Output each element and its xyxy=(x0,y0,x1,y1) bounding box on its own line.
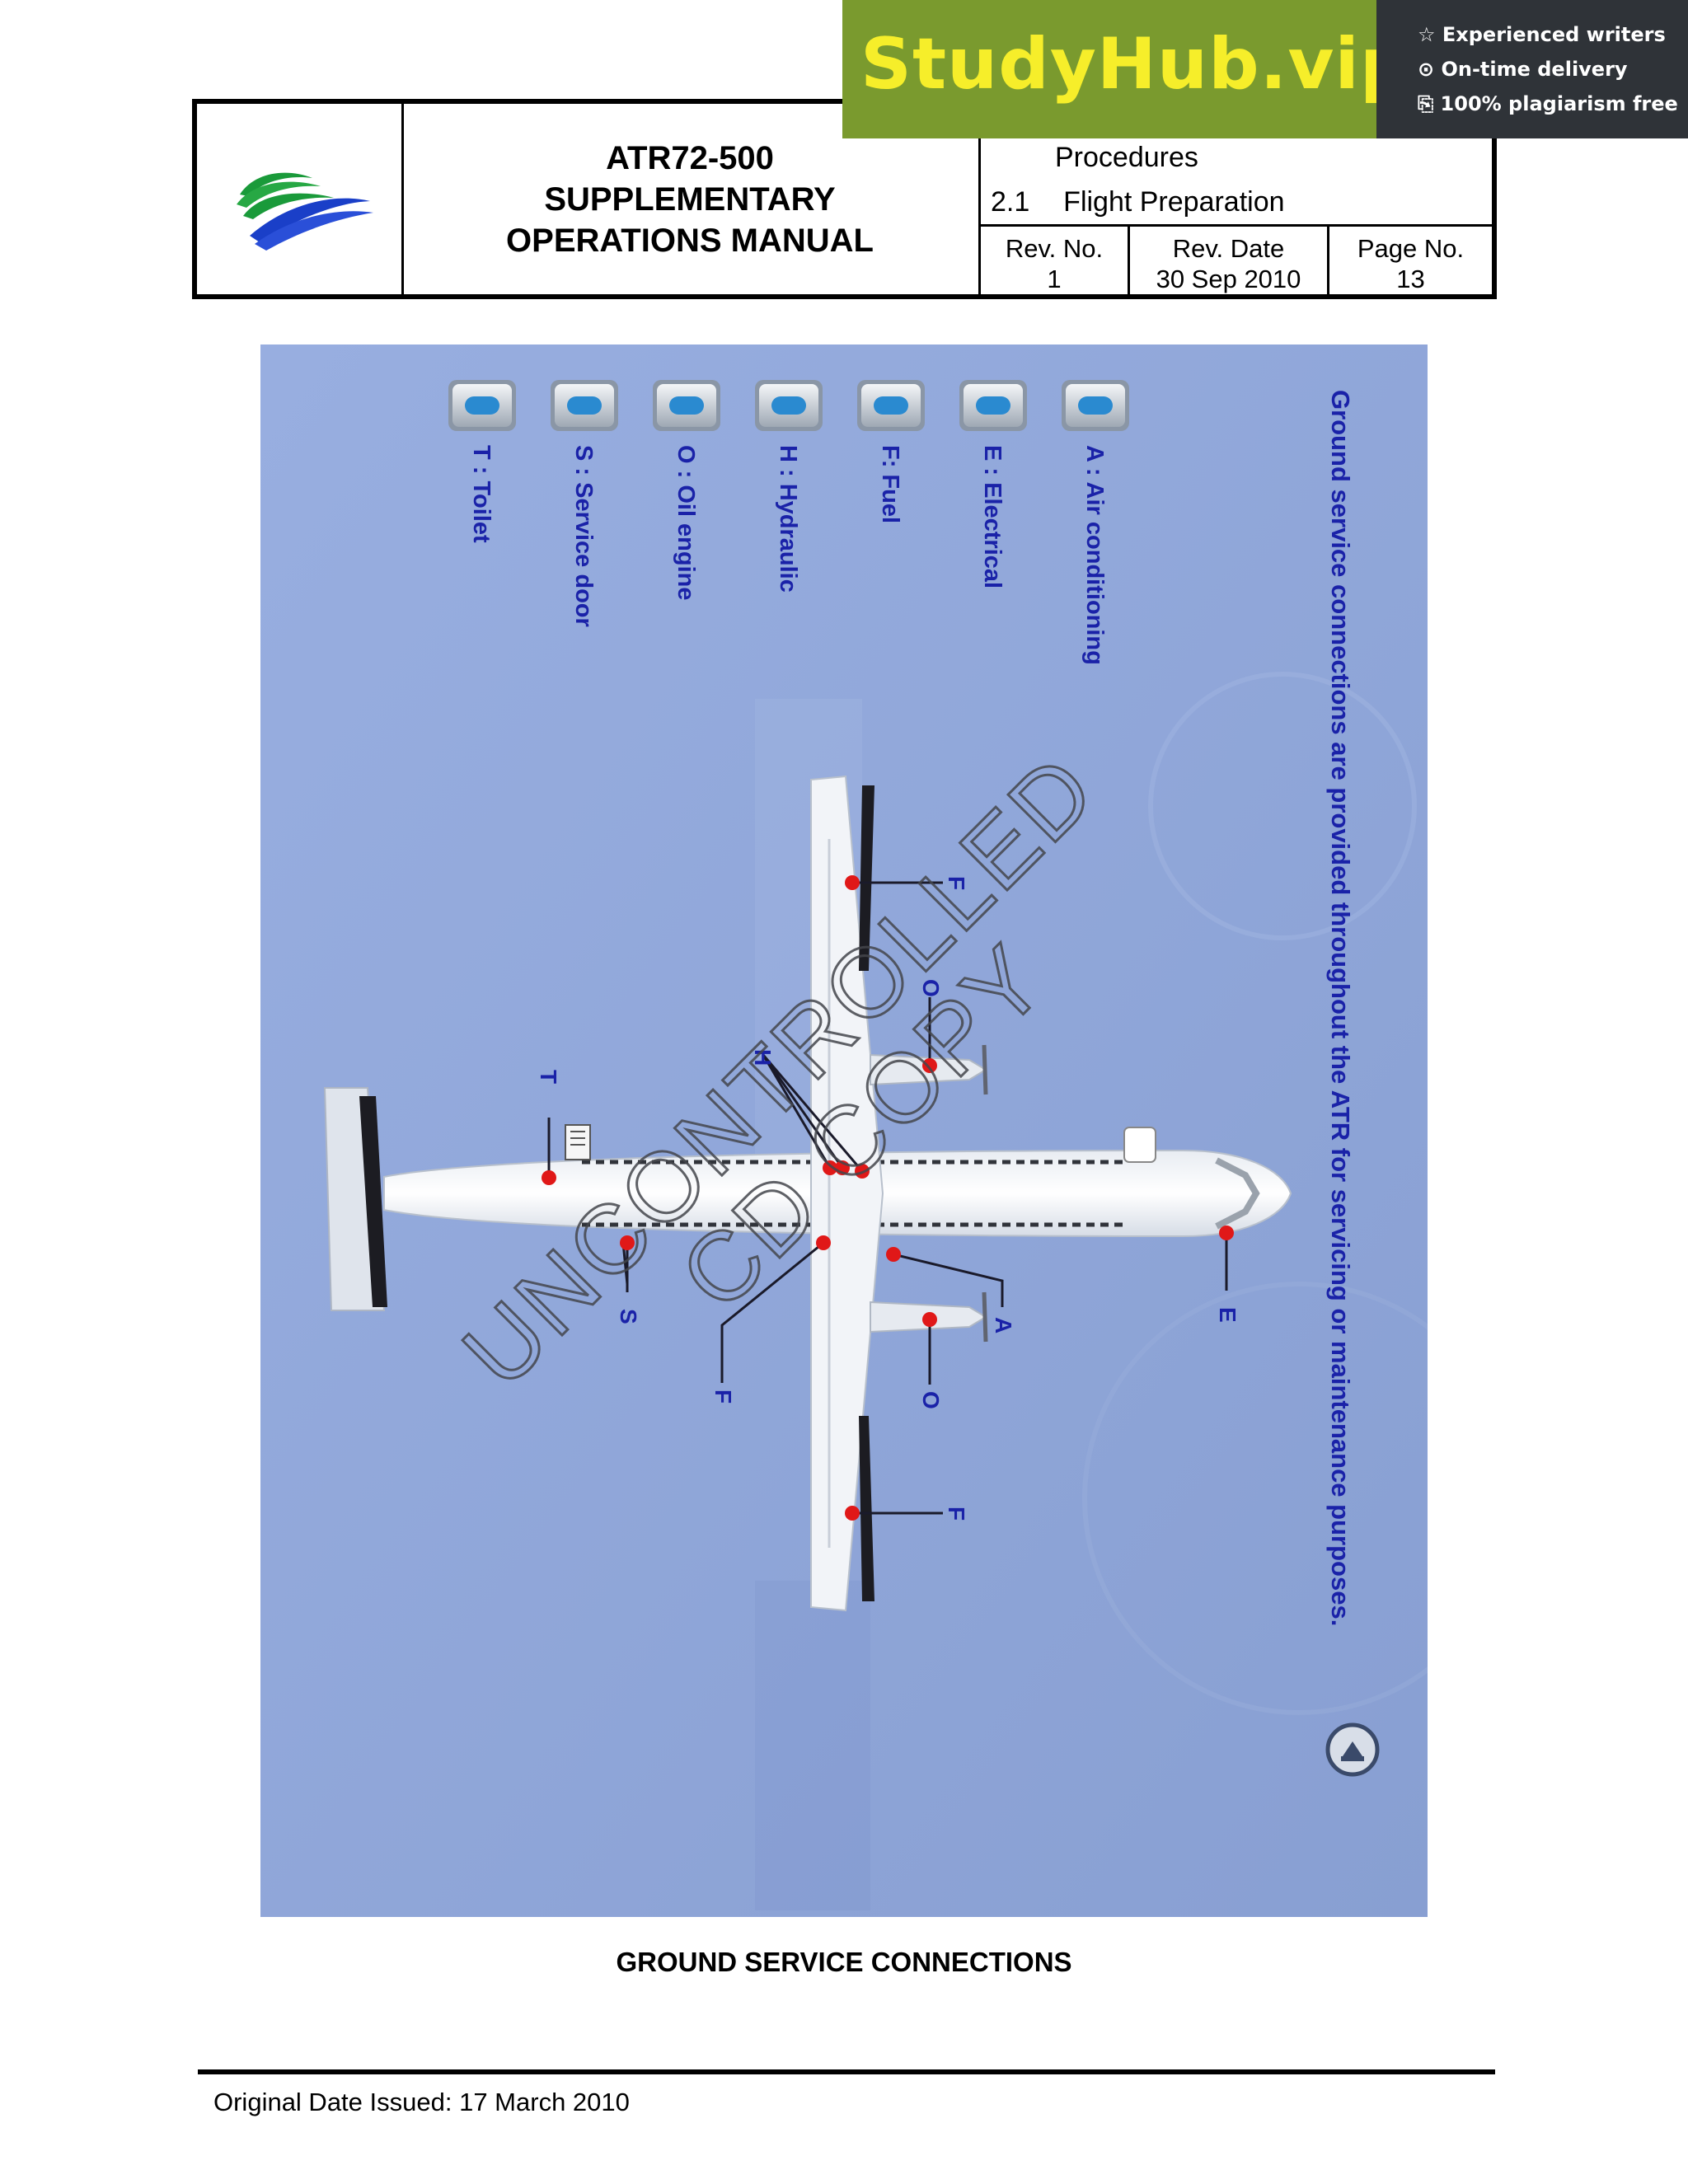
manual-title: ATR72-500 SUPPLEMENTARY OPERATIONS MANUA… xyxy=(401,104,981,294)
airline-logo xyxy=(197,104,404,294)
legend-button-s[interactable] xyxy=(551,380,618,431)
brand-name: StudyHub.vip xyxy=(860,23,1412,105)
oil-point-left-engine xyxy=(922,1058,937,1073)
figure-caption: GROUND SERVICE CONNECTIONS xyxy=(616,1947,1072,1977)
hydraulic-point-2 xyxy=(835,1160,850,1175)
callout-label: S xyxy=(616,1309,641,1324)
hydraulic-point-1 xyxy=(823,1160,837,1175)
rev-date-label: Rev. Date xyxy=(1172,234,1285,263)
callout-label: H xyxy=(750,1049,776,1066)
callout-lines xyxy=(547,881,1228,1515)
callout-label: F xyxy=(710,1390,736,1404)
title-line: OPERATIONS MANUAL xyxy=(506,222,874,259)
service-door-point xyxy=(620,1235,635,1250)
toilet-point xyxy=(542,1170,556,1185)
rev-date-value: 30 Sep 2010 xyxy=(1156,265,1301,293)
section-partial: Procedures xyxy=(1055,142,1198,173)
section-heading: 2.1 Flight Preparation xyxy=(991,186,1502,218)
feature-item: ☆ Experienced writers xyxy=(1418,23,1666,46)
air-conditioning-point xyxy=(886,1247,901,1262)
section-number: 2.1 xyxy=(991,186,1030,218)
rev-no-value: 1 xyxy=(1047,265,1062,293)
callout-label: O xyxy=(918,1391,944,1409)
callout-label: F xyxy=(944,1507,969,1521)
brand-box: StudyHub.vip xyxy=(842,0,1410,138)
studyhub-banner[interactable]: StudyHub.vip ☆ Experienced writers ⊙ On-… xyxy=(842,0,1688,138)
legend-button-o[interactable] xyxy=(653,380,720,431)
page-no-cell: Page No. 13 xyxy=(1327,227,1492,297)
rev-no-label: Rev. No. xyxy=(1005,234,1104,263)
legend-button-h[interactable] xyxy=(755,380,823,431)
page-no-value: 13 xyxy=(1396,265,1425,293)
legend-label-e: E : Electrical xyxy=(979,445,1006,588)
rev-no-cell: Rev. No. 1 xyxy=(981,227,1128,297)
ground-service-diagram: Ground service connections are provided … xyxy=(260,344,1516,1917)
section-info: Procedures 2.1 Flight Preparation Rev. N… xyxy=(981,104,1492,297)
legend-button-t[interactable] xyxy=(448,380,516,431)
callout-label: O xyxy=(918,979,944,997)
legend-button-e[interactable] xyxy=(959,380,1027,431)
legend-button-f[interactable] xyxy=(857,380,925,431)
callout-label: T xyxy=(536,1070,561,1084)
feature-item: ⊙ On-time delivery xyxy=(1418,58,1628,81)
footer-rule xyxy=(198,2069,1495,2074)
diagram-heading: Ground service connections are provided … xyxy=(1326,390,1355,1626)
legend-label-t: T : Toilet xyxy=(468,445,495,543)
legend-label-a: A : Air conditioning xyxy=(1081,445,1108,665)
legend-button-a[interactable] xyxy=(1062,380,1129,431)
callout-labels: F O H T E A O S F F xyxy=(536,876,1240,1521)
legend-label-h: H : Hydraulic xyxy=(775,445,801,593)
aircraft-illustration xyxy=(323,775,1292,1612)
legend-label-f: F: Fuel xyxy=(877,445,903,523)
title-line: ATR72-500 xyxy=(606,139,774,176)
hydraulic-point-3 xyxy=(855,1164,870,1179)
callout-label: E xyxy=(1215,1307,1240,1323)
oil-point-right-engine xyxy=(922,1312,937,1327)
fuel-point-right-wing xyxy=(845,1506,860,1521)
connection-points xyxy=(542,875,1234,1521)
speaker-button[interactable] xyxy=(1325,1722,1380,1777)
callout-label: F xyxy=(944,876,969,890)
page-no-label: Page No. xyxy=(1357,234,1465,263)
original-date-issued: Original Date Issued: 17 March 2010 xyxy=(213,2088,630,2116)
document-header: ATR72-500 SUPPLEMENTARY OPERATIONS MANUA… xyxy=(192,99,1497,299)
callout-label: A xyxy=(991,1317,1016,1333)
legend: A : Air conditioning E : Electrical F: F… xyxy=(448,380,1129,665)
fuel-point-left-wing xyxy=(845,875,860,890)
feature-item: ⎘ 100% plagiarism free xyxy=(1418,92,1678,115)
revision-table: Rev. No. 1 Rev. Date 30 Sep 2010 Page No… xyxy=(981,224,1492,297)
fuel-point-fuselage xyxy=(816,1235,831,1250)
legend-label-s: S : Service door xyxy=(570,445,597,627)
section-title: Flight Preparation xyxy=(1063,186,1285,218)
legend-label-o: O : Oil engine xyxy=(673,445,699,601)
feature-list: ☆ Experienced writers ⊙ On-time delivery… xyxy=(1376,0,1688,138)
electrical-point xyxy=(1219,1226,1234,1240)
title-line: SUPPLEMENTARY xyxy=(544,180,836,218)
rev-date-cell: Rev. Date 30 Sep 2010 xyxy=(1128,227,1327,297)
